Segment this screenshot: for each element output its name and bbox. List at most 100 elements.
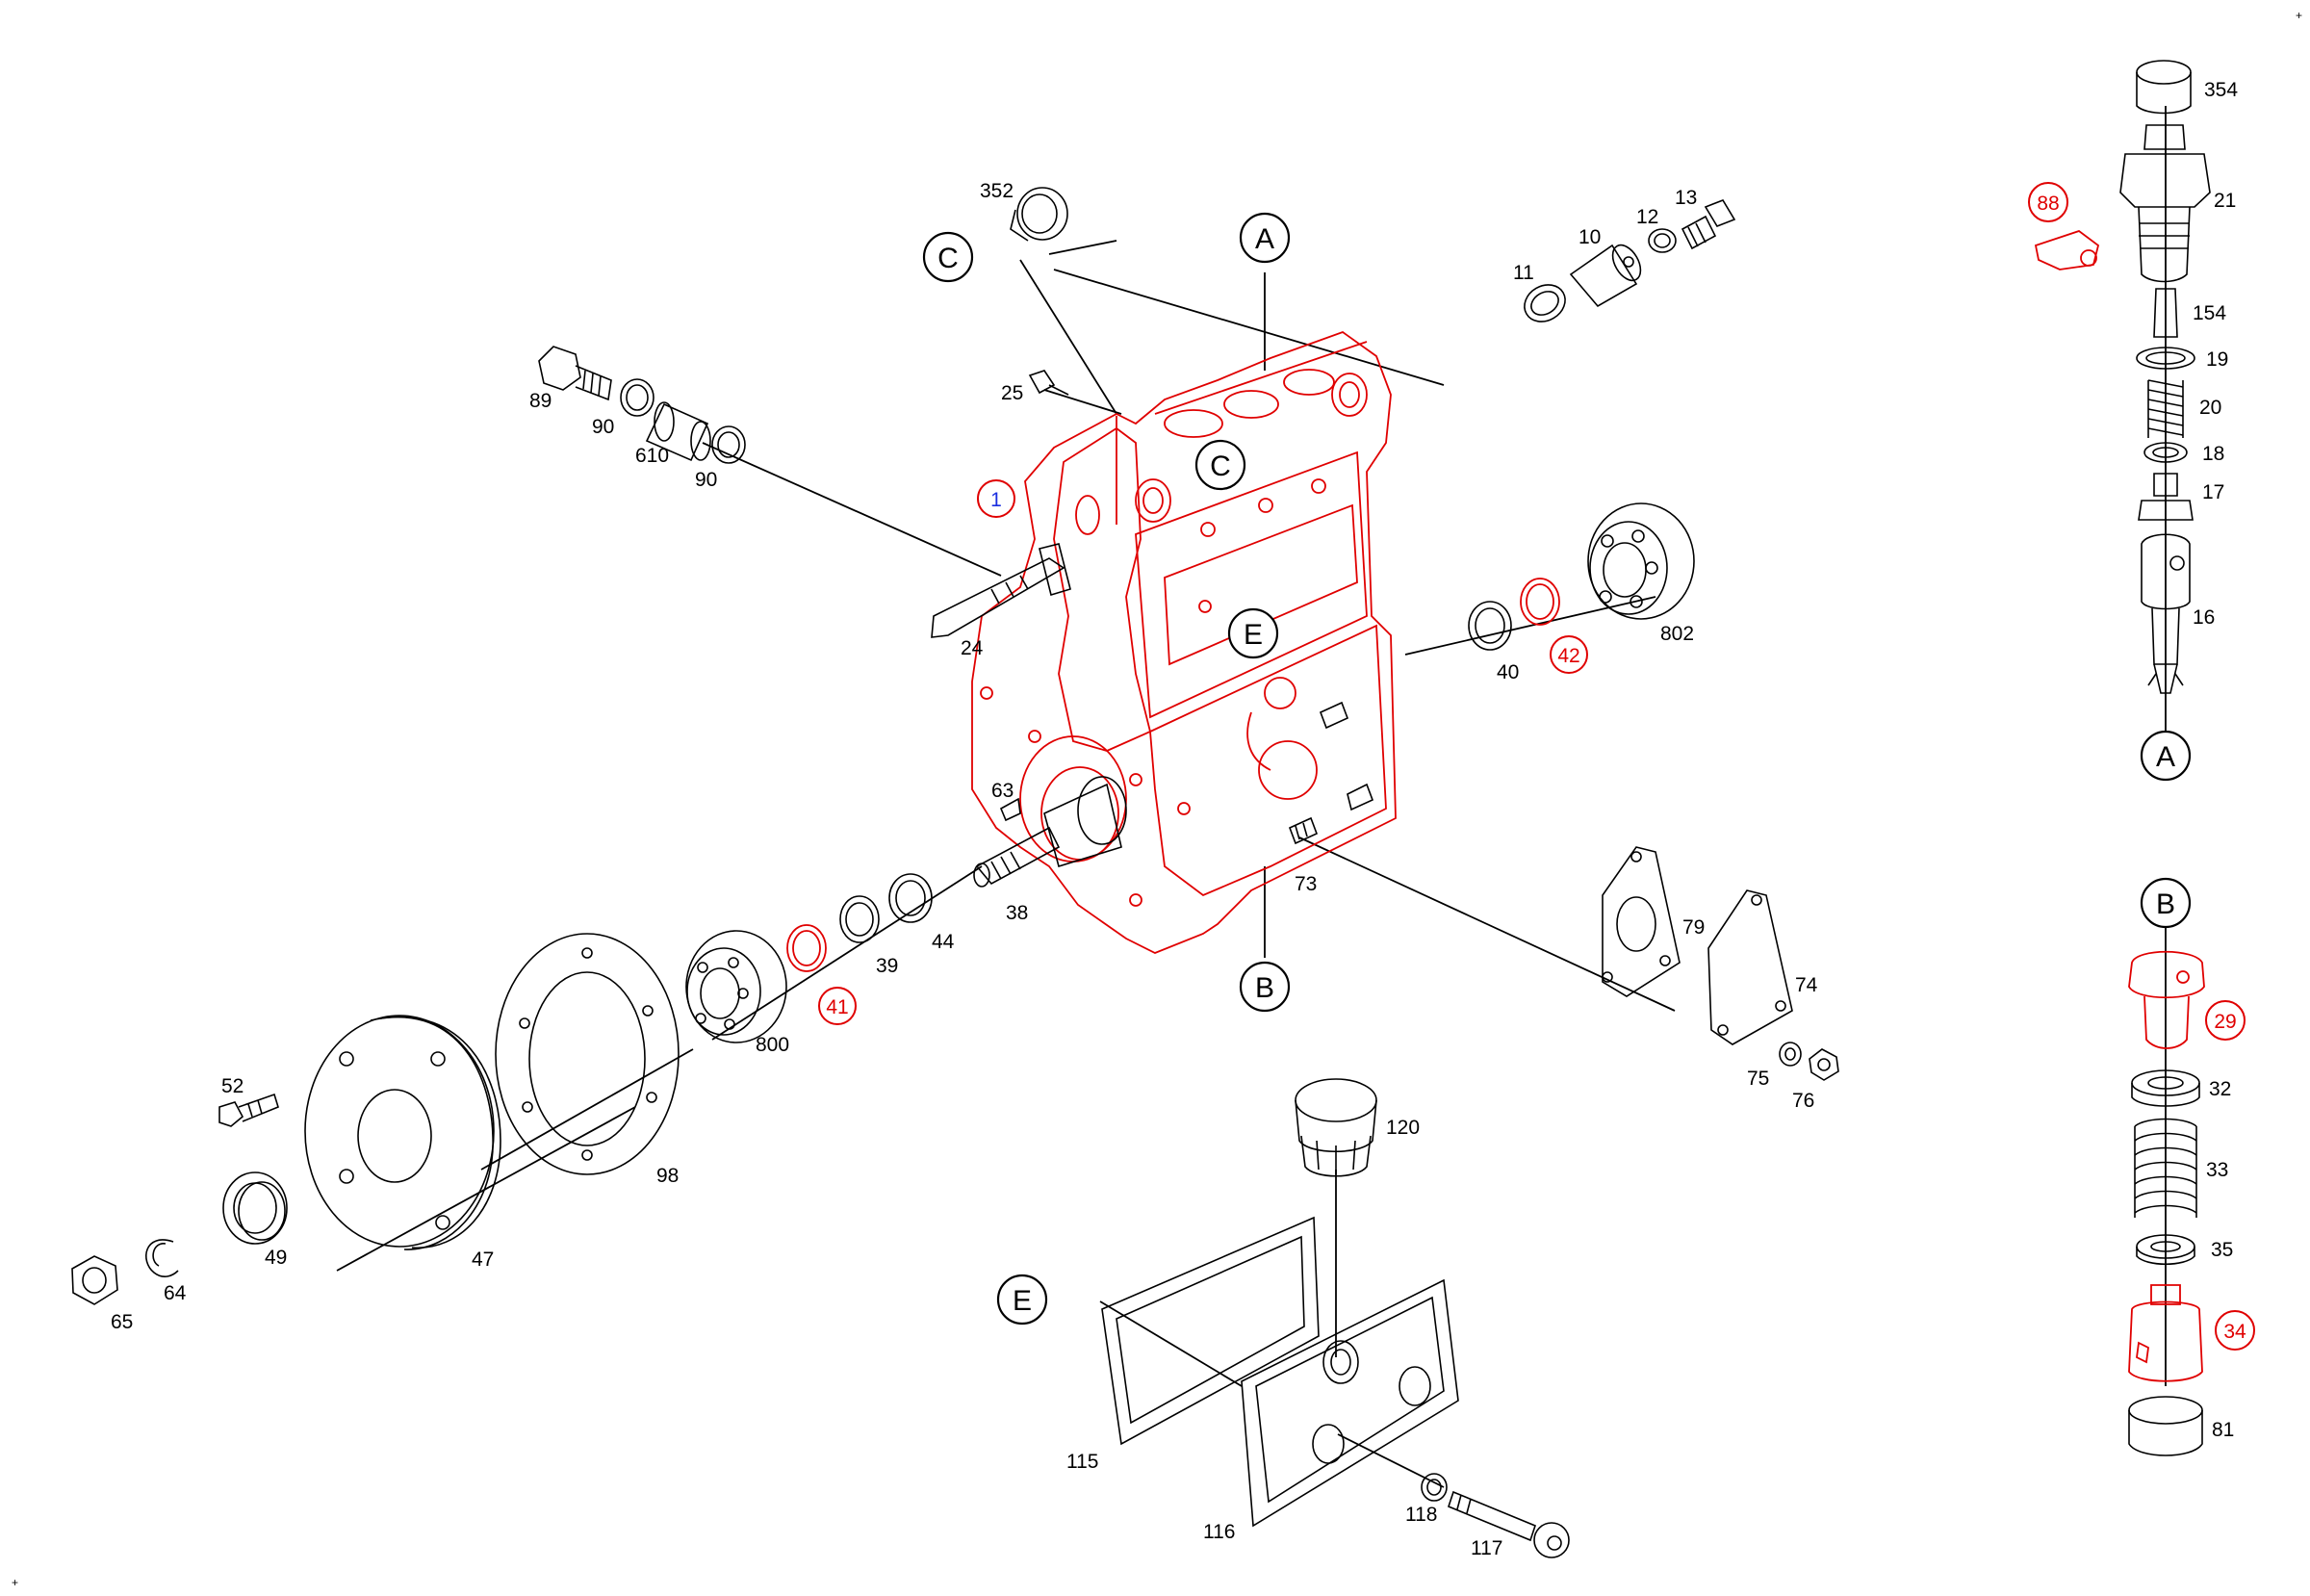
registration-mark: + xyxy=(2296,9,2302,22)
pump-housing[interactable] xyxy=(971,330,1397,954)
part-352-plug[interactable]: 352 xyxy=(980,180,1068,242)
part-89-banjo-bolt[interactable]: 89 xyxy=(529,346,612,412)
part-17-spring-seat[interactable]: 17 xyxy=(2138,473,2224,521)
part-13-screw[interactable]: 13 xyxy=(1675,187,1736,250)
part-65-nut[interactable]: 65 xyxy=(71,1255,133,1333)
part-41-shim[interactable]: 41 xyxy=(786,924,857,1025)
part-20-spring[interactable]: 20 xyxy=(2147,379,2221,438)
part-16-plunger[interactable]: 16 xyxy=(2141,533,2215,694)
part-label: 98 xyxy=(656,1165,679,1187)
part-29-control-sleeve[interactable]: 29 xyxy=(2128,950,2246,1049)
part-label: 35 xyxy=(2211,1239,2233,1261)
part-label: 42 xyxy=(1557,645,1579,667)
part-25-screw[interactable]: 25 xyxy=(1001,370,1069,404)
callout-label: E xyxy=(1013,1285,1032,1317)
part-802-bearing[interactable]: 802 xyxy=(1587,502,1695,645)
part-64-lock-washer[interactable]: 64 xyxy=(145,1239,187,1304)
part-label: 29 xyxy=(2214,1011,2236,1033)
part-32-spring-seat[interactable]: 32 xyxy=(2131,1069,2231,1107)
part-90-washer-b[interactable]: 90 xyxy=(695,425,746,491)
part-label: 33 xyxy=(2206,1159,2228,1181)
part-79-cover-gasket[interactable]: 79 xyxy=(1602,846,1705,997)
callout-label: B xyxy=(1255,972,1274,1004)
part-47-flange[interactable]: 47 xyxy=(304,1015,501,1271)
part-label: 63 xyxy=(991,780,1014,802)
part-1-housing-label[interactable]: 1 xyxy=(977,479,1015,518)
part-label: 41 xyxy=(826,996,848,1018)
part-75-washer[interactable]: 75 xyxy=(1747,1042,1802,1090)
part-label: 19 xyxy=(2206,348,2228,371)
part-label: 32 xyxy=(2209,1078,2231,1100)
part-42-shim[interactable]: 42 xyxy=(1520,578,1588,674)
part-24-control-rack[interactable]: 24 xyxy=(931,543,1071,659)
callout-B-right[interactable]: B xyxy=(2140,877,2192,929)
part-10-valve-holder[interactable]: 10 xyxy=(1569,226,1646,308)
part-19-washer[interactable]: 19 xyxy=(2136,347,2228,371)
part-120-filter-cap[interactable]: 120 xyxy=(1295,1078,1420,1177)
part-81-shim[interactable]: 81 xyxy=(2128,1396,2234,1456)
part-label: 76 xyxy=(1792,1090,1814,1112)
part-33-plunger-spring[interactable]: 33 xyxy=(2134,1118,2228,1219)
part-38-drive-shaft[interactable]: 38 xyxy=(973,776,1127,924)
part-117-bolt[interactable]: 117 xyxy=(1448,1490,1570,1559)
part-label: 20 xyxy=(2199,397,2221,419)
part-18-washer[interactable]: 18 xyxy=(2143,442,2224,465)
callout-C-top[interactable]: C xyxy=(922,231,974,283)
part-154-valve[interactable]: 154 xyxy=(2153,288,2226,338)
callout-label: A xyxy=(1255,223,1274,255)
part-label: 1 xyxy=(990,489,1002,511)
part-label: 115 xyxy=(1066,1451,1098,1473)
part-90-washer-a[interactable]: 90 xyxy=(592,378,654,438)
callout-label: A xyxy=(2156,741,2175,773)
part-label: 38 xyxy=(1006,902,1028,924)
part-label: 116 xyxy=(1203,1521,1235,1543)
part-35-spring-seat[interactable]: 35 xyxy=(2136,1234,2233,1265)
callout-E-cover[interactable]: E xyxy=(996,1274,1048,1326)
part-label: 154 xyxy=(2193,302,2226,324)
part-44-washer[interactable]: 44 xyxy=(888,873,955,953)
part-39-washer[interactable]: 39 xyxy=(839,895,898,977)
part-52-screw[interactable]: 52 xyxy=(218,1075,279,1127)
part-116-cover-plate[interactable]: 116 xyxy=(1203,1278,1459,1543)
part-label: 81 xyxy=(2212,1419,2234,1441)
callout-B-bottom[interactable]: B xyxy=(1239,961,1291,1013)
part-34-roller-tappet[interactable]: 34 xyxy=(2128,1284,2255,1382)
part-label: 800 xyxy=(756,1034,789,1056)
part-label: 34 xyxy=(2223,1321,2246,1343)
part-40-washer[interactable]: 40 xyxy=(1468,601,1519,683)
part-88-clamp[interactable]: 88 xyxy=(2028,182,2100,270)
callout-label: B xyxy=(2156,888,2175,920)
part-label: 64 xyxy=(164,1282,187,1304)
part-label: 90 xyxy=(592,416,614,438)
part-118-washer[interactable]: 118 xyxy=(1405,1473,1448,1526)
part-21-valve-holder[interactable]: 21 xyxy=(2119,124,2236,283)
part-label: 40 xyxy=(1497,661,1519,683)
part-label: 16 xyxy=(2193,606,2215,629)
part-label: 610 xyxy=(635,445,669,467)
part-label: 52 xyxy=(221,1075,244,1097)
part-11-washer[interactable]: 11 xyxy=(1513,262,1572,329)
part-49-seal-ring[interactable]: 49 xyxy=(222,1171,288,1269)
part-label: 10 xyxy=(1578,226,1601,248)
part-76-nut[interactable]: 76 xyxy=(1792,1048,1839,1112)
part-73-stud[interactable]: 73 xyxy=(1288,701,1374,895)
part-610-sleeve[interactable]: 610 xyxy=(635,401,711,467)
part-63-key[interactable]: 63 xyxy=(991,780,1021,822)
part-115-cover-gasket[interactable]: 115 xyxy=(1066,1216,1320,1473)
registration-mark: + xyxy=(12,1576,18,1589)
part-label: 118 xyxy=(1405,1504,1437,1526)
part-74-cover-plate[interactable]: 74 xyxy=(1707,889,1818,1045)
callout-A-top[interactable]: A xyxy=(1239,212,1291,264)
part-label: 17 xyxy=(2202,481,2224,503)
part-label: 47 xyxy=(472,1248,494,1271)
part-label: 39 xyxy=(876,955,898,977)
part-12-seal[interactable]: 12 xyxy=(1636,206,1677,253)
part-98-gasket[interactable]: 98 xyxy=(495,933,680,1187)
part-354-cap[interactable]: 354 xyxy=(2136,60,2238,115)
part-800-bearing[interactable]: 800 xyxy=(685,930,789,1056)
callout-E-housing[interactable]: E xyxy=(1227,607,1279,659)
part-label: 13 xyxy=(1675,187,1697,209)
callout-label: C xyxy=(1210,450,1231,482)
callout-A-right[interactable]: A xyxy=(2140,730,2192,782)
callout-C-housing[interactable]: C xyxy=(1194,439,1246,491)
